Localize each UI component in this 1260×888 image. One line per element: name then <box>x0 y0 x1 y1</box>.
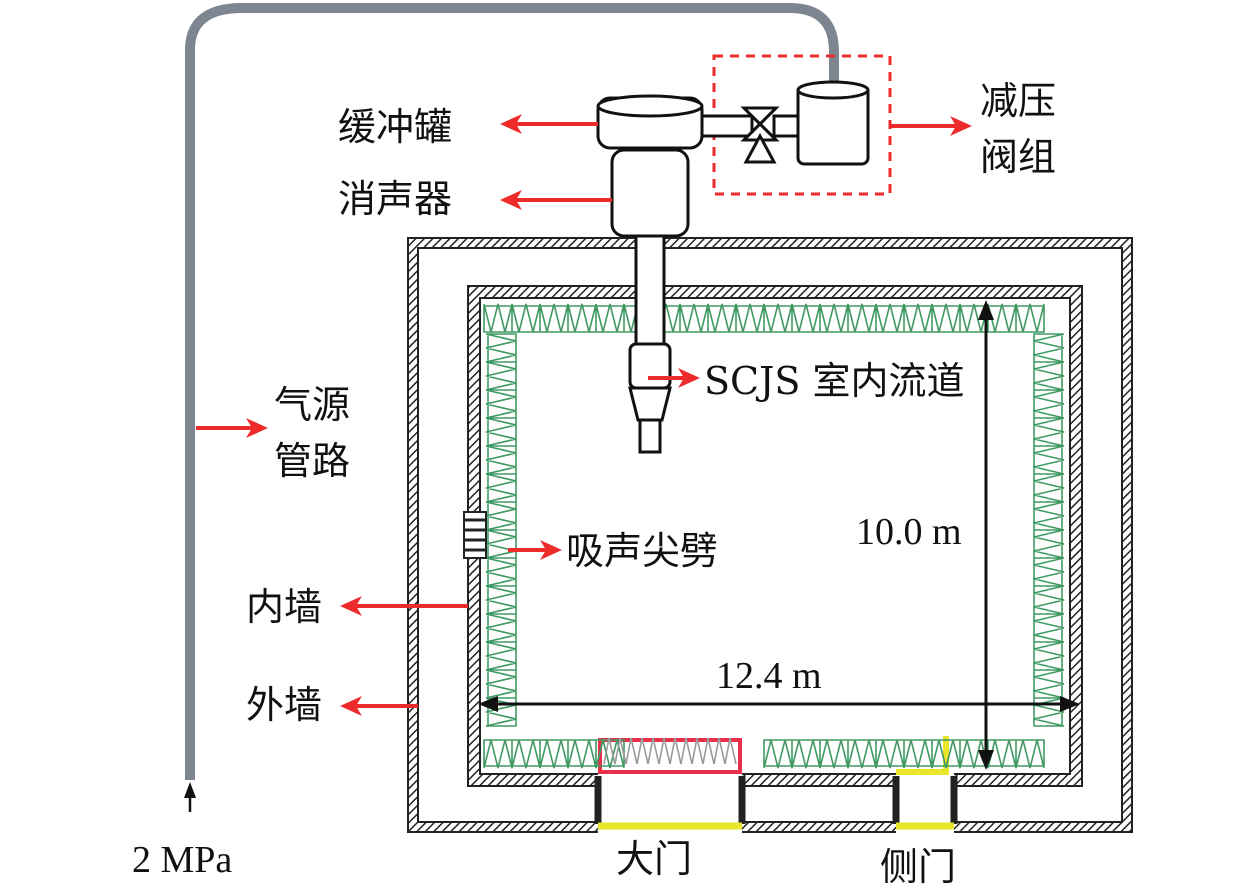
door-wedge-pattern <box>603 737 737 765</box>
height-dimension-line <box>978 300 994 770</box>
callout-absorber <box>508 540 562 560</box>
label-inner-wall: 内墙 <box>246 585 322 629</box>
main-door-corridor <box>594 738 746 830</box>
gas-supply-pipe <box>185 3 839 780</box>
label-valve-group-2: 阀组 <box>980 135 1056 179</box>
width-dimension-line <box>478 696 1080 712</box>
buffer-tank <box>596 94 704 150</box>
label-muffler: 消声器 <box>338 177 452 221</box>
valve-group <box>700 54 892 196</box>
label-width-dim: 12.4 m <box>716 655 822 697</box>
nozzle <box>628 234 672 454</box>
callout-inner-wall <box>340 596 468 616</box>
label-side-door: 侧门 <box>880 845 956 888</box>
callout-buffer-tank <box>500 114 598 134</box>
label-gas-pipe-2: 管路 <box>274 439 350 483</box>
callout-outer-wall <box>340 696 418 716</box>
label-valve-group-1: 减压 <box>980 79 1056 123</box>
label-absorber: 吸声尖劈 <box>566 529 718 573</box>
callout-channel <box>648 368 700 388</box>
absorption-wedges <box>483 303 1065 769</box>
label-buffer-tank: 缓冲罐 <box>338 105 452 149</box>
label-outer-wall: 外墙 <box>246 683 322 727</box>
label-pressure: 2 MPa <box>132 839 232 881</box>
wall-fixture <box>463 511 487 559</box>
muffler <box>610 148 690 238</box>
callout-arrows <box>196 114 972 716</box>
callout-valve-group <box>890 116 972 136</box>
label-main-door: 大门 <box>616 837 692 881</box>
label-channel: SCJS 室内流道 <box>704 359 964 403</box>
pressure-input-arrow <box>184 782 196 812</box>
callout-gas-pipe <box>196 418 268 438</box>
label-gas-pipe-1: 气源 <box>274 383 350 427</box>
callout-muffler <box>500 190 612 210</box>
side-door-corridor <box>892 736 958 830</box>
inner-wall-structure <box>467 285 1083 790</box>
label-height-dim: 10.0 m <box>856 511 962 553</box>
